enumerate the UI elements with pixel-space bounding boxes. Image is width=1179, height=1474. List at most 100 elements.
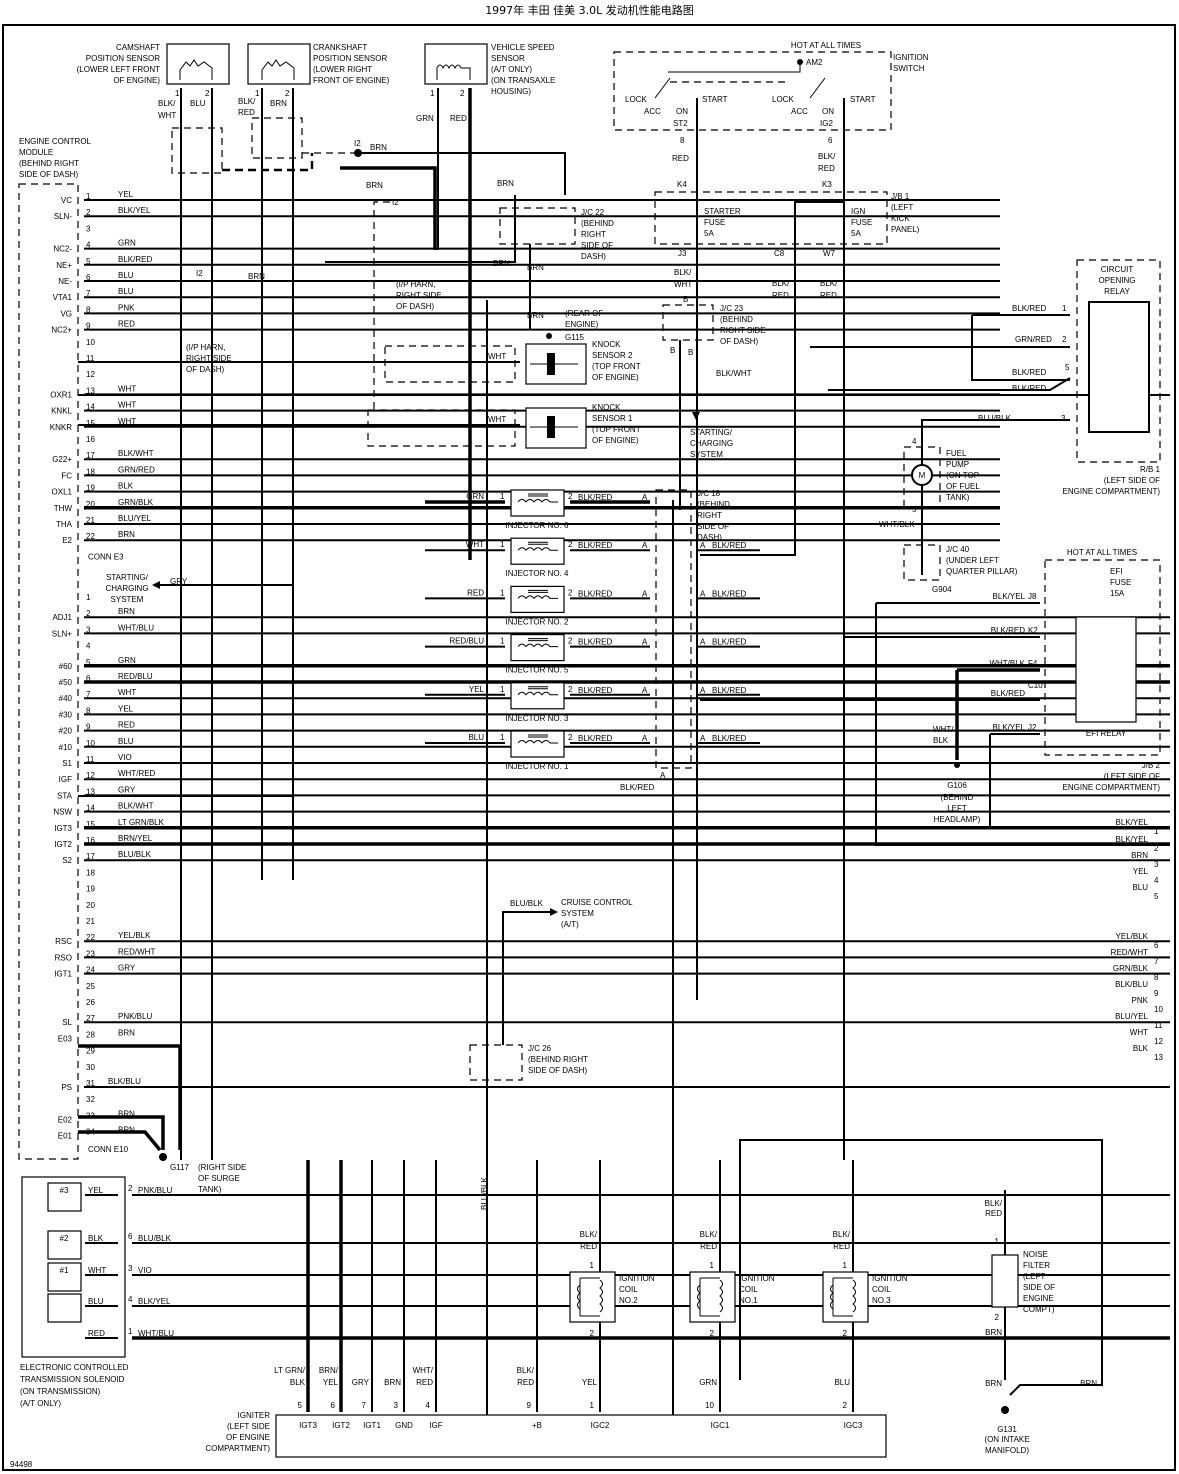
g106-location: HEADLAMP) — [934, 815, 981, 824]
ecm-pin-name: #40 — [59, 694, 73, 703]
starting-charging-arrow-icon — [692, 412, 700, 420]
injector-coil-icon — [517, 686, 558, 696]
jb2-label: ENGINE COMPARTMENT) — [1063, 783, 1161, 792]
pin: 2 — [568, 588, 573, 597]
pin: 6 — [828, 136, 833, 145]
figure-id: 94498 — [10, 1460, 33, 1469]
switch-acc: ACC — [791, 107, 808, 116]
jc40-label: (UNDER LEFT — [946, 556, 999, 565]
ign-fuse-label: IGN — [851, 207, 865, 216]
ecm-pin-number: 28 — [86, 1030, 95, 1039]
injector-output-color: BLK/RED — [578, 541, 612, 550]
jc40-box — [903, 544, 941, 581]
ecm-pin-number: 25 — [86, 982, 95, 991]
jc40-label: J/C 40 — [946, 545, 970, 554]
ecm-name-label: MODULE — [19, 148, 53, 157]
pin: 6 — [331, 1401, 336, 1410]
ecm-pin-number: 13 — [86, 386, 95, 395]
ecm-pin-wire-color: BLK/WHT — [118, 449, 154, 458]
jb2-box — [1044, 559, 1161, 756]
ecm-pin-name: THA — [56, 520, 73, 529]
ip-harn-label: RIGHT SIDE — [396, 291, 442, 300]
injector-input-color: RED/BLU — [449, 637, 484, 646]
ecm-pin-number: 3 — [86, 625, 91, 634]
ignition-coil-winding-icon — [577, 1277, 603, 1317]
pin: A — [660, 771, 666, 780]
igniter-pin-name: +B — [532, 1421, 542, 1430]
bus-wire-color: WHT — [1130, 1028, 1148, 1037]
solenoid-box — [47, 1262, 82, 1292]
ect-solenoid-label: TRANSMISSION SOLENOID — [20, 1375, 125, 1384]
wire-color: BRN — [985, 1328, 1002, 1337]
pin: 1 — [590, 1261, 595, 1270]
knock-sensor-1-label: (TOP FRONT — [592, 425, 641, 434]
rb1-label: ENGINE COMPARTMENT) — [1063, 487, 1161, 496]
switch-st2: ST2 — [673, 119, 688, 128]
ecm-pin-name: VC — [61, 196, 72, 205]
ignition-coil-label: NO.2 — [619, 1296, 638, 1305]
knock-sensor-2-label: (TOP FRONT — [592, 362, 641, 371]
wire-color: BLK/ — [674, 268, 692, 277]
jc18-label: SIDE OF — [697, 522, 729, 531]
pin: 2 — [128, 1184, 133, 1193]
bus-pin: 11 — [1154, 1021, 1163, 1030]
ecm-pin-wire-color: GRN/BLK — [118, 498, 154, 507]
injector-input-color: BLU — [468, 733, 484, 742]
igniter-pin-name: IGT3 — [299, 1421, 317, 1430]
injector-input-color: YEL — [469, 685, 485, 694]
jc23-label: RIGHT SIDE — [720, 326, 766, 335]
pin: J3 — [678, 249, 687, 258]
circuit-opening-relay-box — [1088, 301, 1150, 433]
ecm-pin-name: THW — [54, 504, 73, 513]
ecm-pin-number: 15 — [86, 419, 95, 428]
jb1-label: (LEFT — [891, 203, 913, 212]
ecm-pin-wire-color: WHT — [118, 384, 136, 393]
ecm-pin-number: 15 — [86, 820, 95, 829]
wire-color: WHT/BLK — [879, 520, 915, 529]
ecm-pin-name: RSC — [55, 937, 72, 946]
ecm-pin-number: 19 — [86, 885, 95, 894]
injector-name: INJECTOR NO. 2 — [506, 617, 570, 626]
wire-color: BLK/RED — [712, 686, 746, 695]
ecm-pin-wire-color: BLU — [118, 737, 134, 746]
switch-start: START — [850, 95, 876, 104]
wire-color: RED — [416, 1378, 433, 1387]
noise-filter-label: (LEFT — [1023, 1272, 1045, 1281]
g106-location: LEFT — [947, 804, 967, 813]
injector-coil-icon — [517, 541, 558, 551]
pin: A — [642, 638, 648, 647]
ignition-coil-box — [569, 1271, 616, 1323]
crankshaft-sensor-coil-icon — [261, 59, 295, 80]
switch-start: START — [702, 95, 728, 104]
g117-ground-icon — [159, 1153, 167, 1161]
igniter-box — [275, 1414, 887, 1458]
ignition-coil-box — [689, 1271, 736, 1323]
wire-color: WHT/BLK — [989, 659, 1025, 668]
pin: J2 — [1028, 723, 1037, 732]
pin: 9 — [527, 1401, 532, 1410]
pin: 1 — [500, 588, 505, 597]
solenoid-label: #3 — [60, 1186, 69, 1195]
circuit-opening-relay-label: RELAY — [1104, 287, 1130, 296]
pin: B — [670, 346, 675, 355]
ecm-pin-name: IGT1 — [54, 970, 72, 979]
igniter-pin-name: IGC3 — [844, 1421, 863, 1430]
switch-on: ON — [676, 107, 688, 116]
ign-fuse-label: 5A — [851, 229, 861, 238]
ecm-pin-number: 17 — [86, 852, 95, 861]
ecm-pin-name: VG — [60, 309, 72, 318]
ignition-coil-label: IGNITION — [739, 1274, 775, 1283]
camshaft-label: CAMSHAFT — [116, 43, 160, 52]
ignition-coil-label: IGNITION — [872, 1274, 908, 1283]
ecm-pin-name: NC2+ — [51, 326, 72, 335]
wire-color: GRY — [170, 577, 188, 586]
ignition-switch-label: SWITCH — [893, 64, 925, 73]
wire-color: BLK/ — [833, 1230, 851, 1239]
pin: 1 — [500, 637, 505, 646]
ecm-pin-wire-color: BRN — [118, 1126, 135, 1135]
ecm-pin-wire-color: BLK/BLU — [108, 1077, 141, 1086]
ecm-pin-wire-color: GRY — [118, 964, 136, 973]
ecm-pin-number: 32 — [86, 1095, 95, 1104]
injector-input-color: GRN — [466, 492, 484, 501]
